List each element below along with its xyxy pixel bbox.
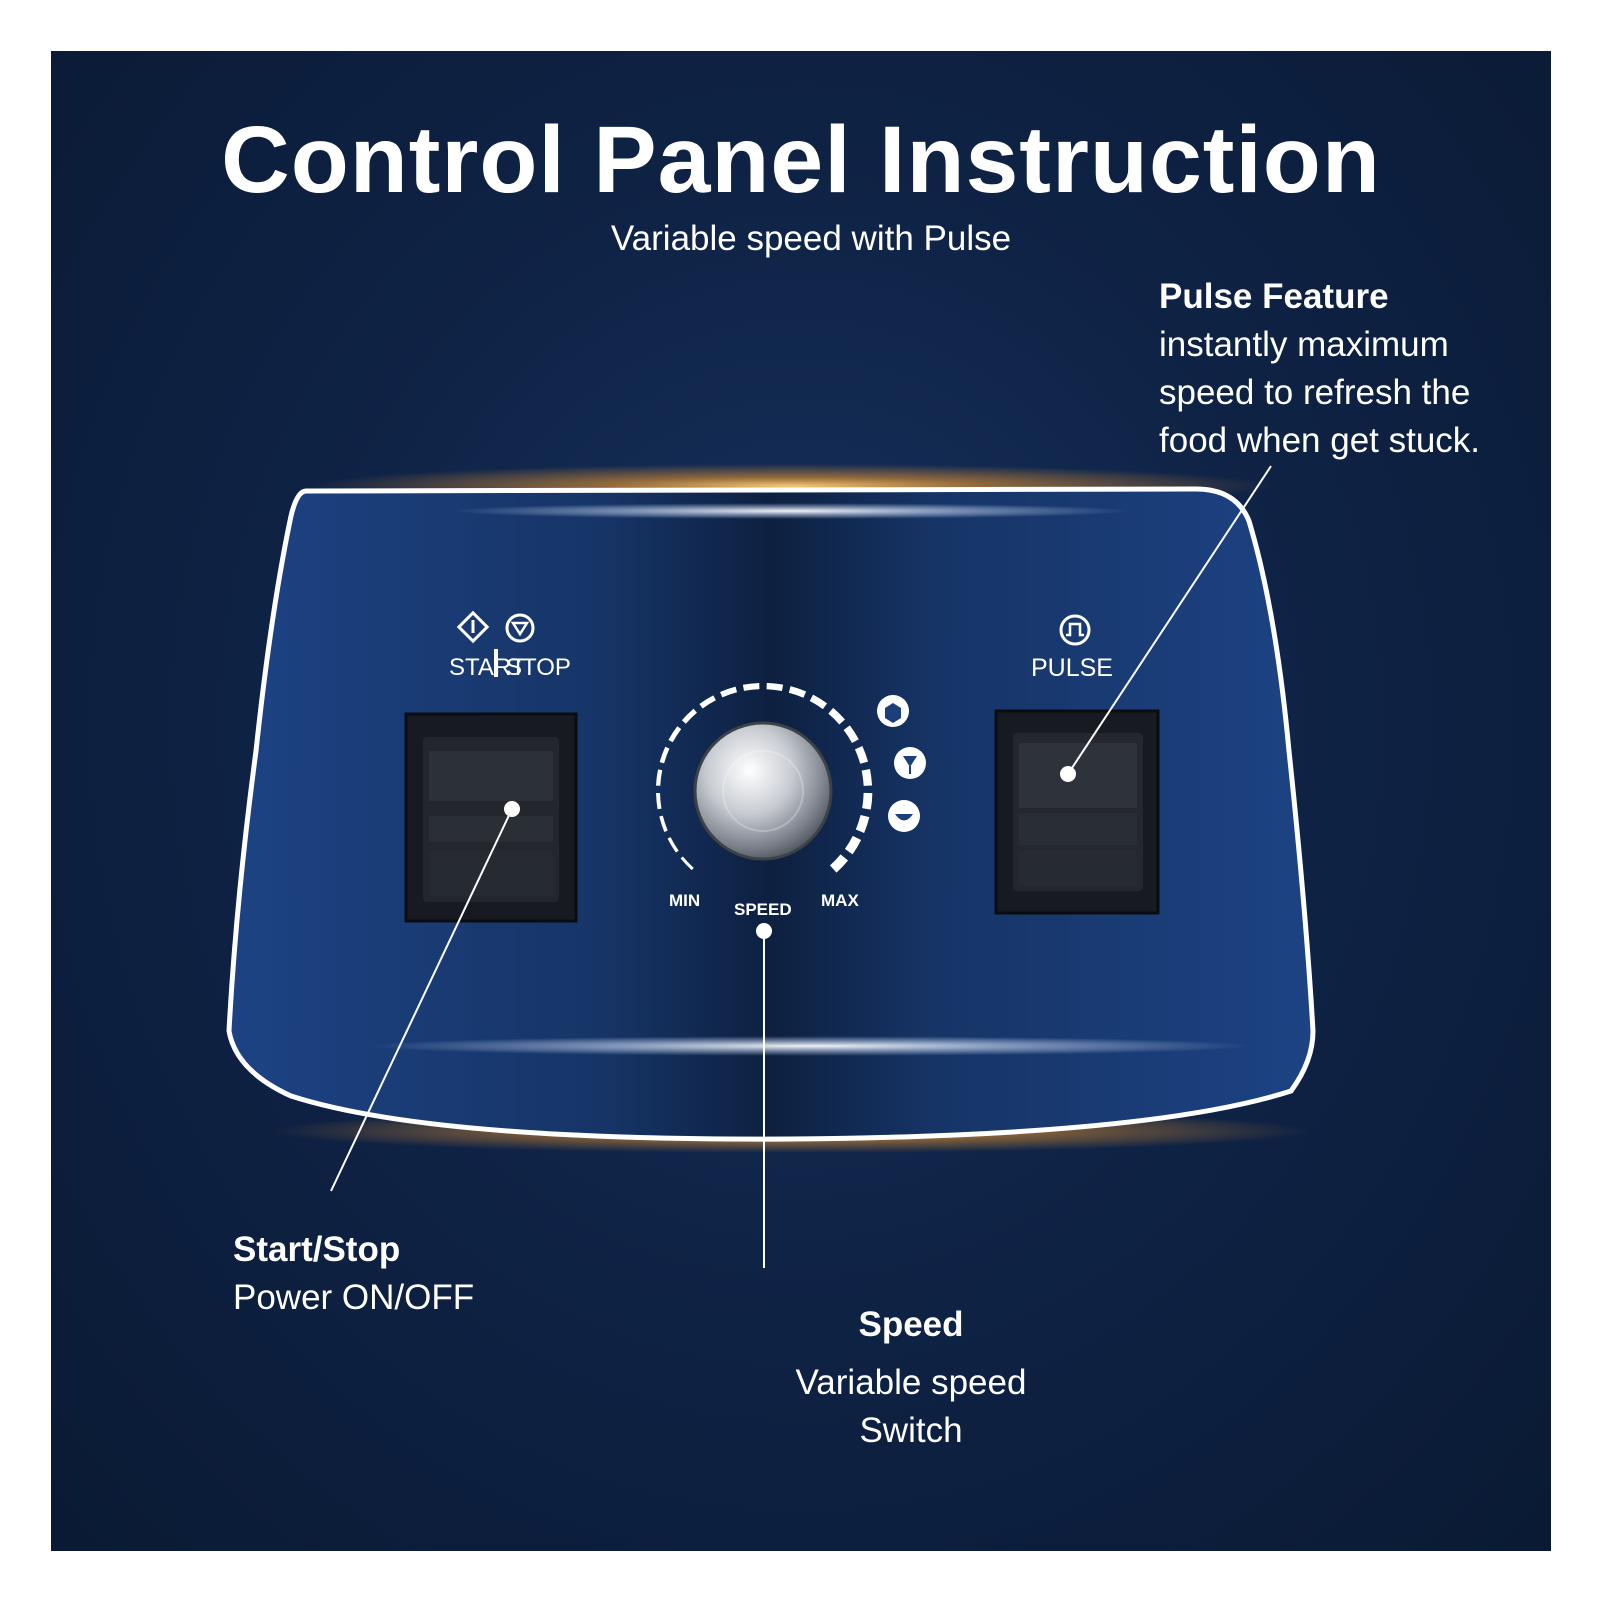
control-panel-illustration: START STOP PULSE: [226, 464, 1316, 1268]
top-reflection: [451, 503, 1131, 519]
speed-dial-scale: [656, 682, 873, 873]
speed-scale-segment: [656, 769, 663, 786]
speed-callout-heading: Speed: [858, 1305, 964, 1344]
ice-cube-icon: [877, 695, 909, 727]
start-stop-divider: [494, 649, 498, 677]
pulse-leader-line: [1067, 465, 1272, 775]
instruction-card: Control Panel Instruction Variable speed…: [51, 51, 1551, 1551]
speed-scale-segment: [809, 694, 828, 710]
dial-max-label: MAX: [821, 891, 859, 910]
start-stop-leader-dot: [504, 801, 520, 817]
speed-scale-segment: [742, 682, 760, 691]
speed-scale-segment: [843, 725, 859, 744]
speed-callout-line: Switch: [859, 1411, 963, 1450]
speed-scale-segment: [828, 707, 845, 725]
power-icon: [456, 610, 490, 644]
speed-callout-line: Variable speed: [795, 1363, 1027, 1402]
pulse-switch[interactable]: [994, 709, 1160, 915]
speed-scale-segment: [656, 792, 662, 810]
page-subtitle: Variable speed with Pulse: [610, 219, 1012, 258]
pulse-callout-heading: Pulse Feature: [1159, 277, 1389, 316]
speed-scale-segment: [844, 835, 862, 855]
pulse-callout-line: instantly maximum: [1159, 325, 1449, 364]
start-stop-callout-line: Power ON/OFF: [233, 1278, 475, 1317]
speed-scale-segment: [699, 695, 716, 709]
speed-scale-segment: [766, 682, 784, 692]
pulse-callout-line: food when get stuck.: [1159, 421, 1481, 460]
speed-callout: Speed Variable speed Switch: [651, 1301, 1171, 1455]
start-label: START: [449, 654, 526, 681]
start-stop-callout-heading: Start/Stop: [233, 1230, 401, 1269]
speed-scale-segment: [861, 768, 873, 786]
start-stop-switch[interactable]: [404, 712, 578, 923]
speed-scale-segment: [854, 746, 869, 764]
speed-scale-segment: [720, 686, 738, 698]
stop-label: STOP: [506, 654, 571, 681]
speed-scale-segment: [668, 726, 682, 743]
soup-bowl-icon: [888, 800, 920, 832]
pulse-leader-dot: [1060, 766, 1076, 782]
start-stop-leader-line: [330, 808, 513, 1192]
speed-knob-ring: [722, 750, 804, 832]
speed-leader-dot: [756, 923, 772, 939]
speed-scale-segment: [855, 814, 870, 833]
stop-icon: [505, 613, 535, 643]
speed-scale-segment: [788, 686, 807, 698]
page-title: Control Panel Instruction: [221, 107, 1381, 213]
pulse-callout: Pulse Feature instantly maximum speed to…: [1159, 273, 1480, 465]
smoothie-icon: [894, 747, 926, 779]
dial-min-label: MIN: [669, 891, 700, 910]
speed-scale-segment: [659, 815, 668, 832]
pulse-icon: [1059, 614, 1091, 646]
dial-speed-label: SPEED: [734, 900, 792, 919]
speed-scale-segment: [667, 837, 679, 853]
speed-scale-segment: [659, 746, 670, 764]
pulse-label: PULSE: [1031, 654, 1113, 682]
bottom-reflection: [371, 1036, 1251, 1056]
speed-scale-segment: [681, 708, 697, 724]
start-stop-callout: Start/Stop Power ON/OFF: [233, 1226, 474, 1322]
speed-knob[interactable]: [693, 721, 833, 861]
speed-scale-segment: [829, 854, 849, 873]
speed-scale-segment: [862, 792, 873, 810]
speed-scale-segment: [680, 856, 694, 871]
pulse-callout-line: speed to refresh the: [1159, 373, 1471, 412]
